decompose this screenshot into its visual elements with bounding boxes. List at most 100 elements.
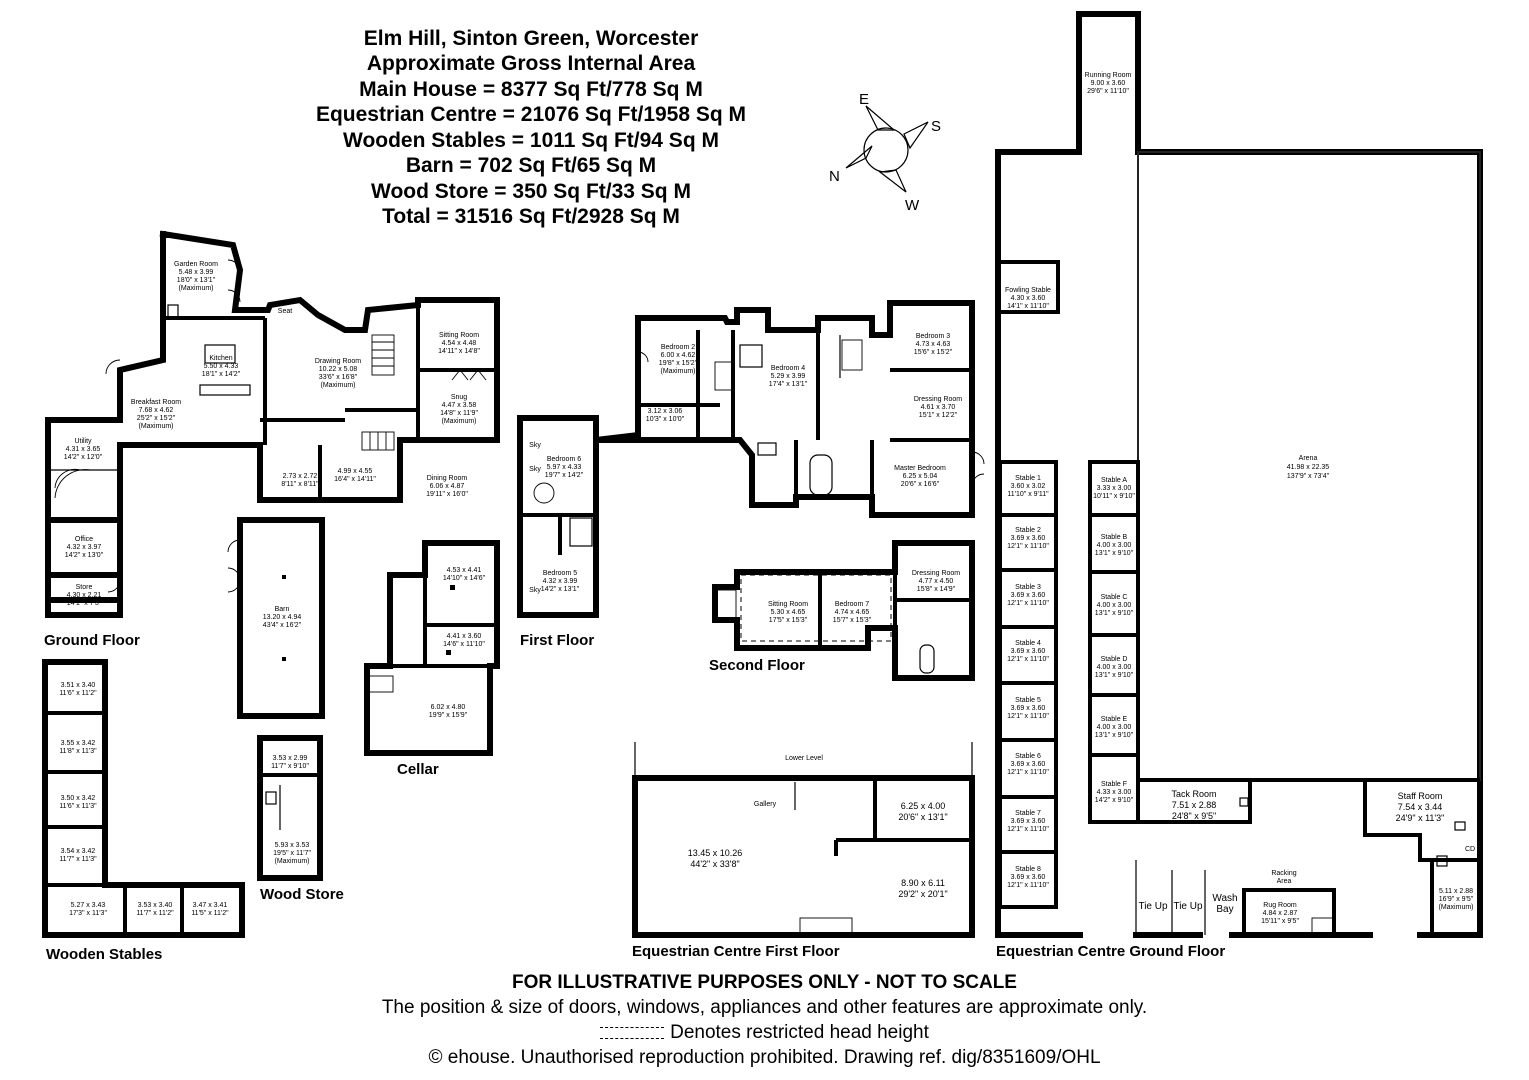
svg-text:(Maximum): (Maximum) (179, 285, 214, 292)
svg-text:15'8" x 14'9": 15'8" x 14'9" (917, 586, 956, 593)
svg-text:24'8" x 9'5": 24'8" x 9'5" (1172, 811, 1216, 821)
room-master-bedroom: Master Bedroom 6.25 x 5.04 20'6" x 16'6" (894, 465, 946, 488)
svg-text:15'1" x 12'2": 15'1" x 12'2" (919, 412, 958, 419)
compass-icon: E S N W (829, 91, 941, 214)
stable-4: Stable 4 3.69 x 3.60 12'1" x 11'10" (1007, 640, 1049, 663)
svg-text:4.32 x 3.97: 4.32 x 3.97 (67, 544, 102, 551)
wash-bay-label: Wash (1212, 893, 1237, 904)
svg-text:44'2" x 33'8": 44'2" x 33'8" (690, 859, 739, 869)
stable-a: Stable A 3.33 x 3.00 10'11" x 9'10" (1093, 477, 1135, 500)
svg-text:Area: Area (1277, 878, 1292, 885)
room-second-dressing-room: Dressing Room 4.77 x 4.50 15'8" x 14'9" (912, 570, 960, 593)
svg-text:3.55 x 3.42: 3.55 x 3.42 (61, 740, 96, 747)
room-landing: 3.12 x 3.06 10'3" x 10'0" (646, 408, 685, 423)
svg-text:3.69 x 3.60: 3.69 x 3.60 (1011, 761, 1046, 768)
svg-text:19'9" x 15'9": 19'9" x 15'9" (429, 712, 468, 719)
room-hall: 4.99 x 4.55 16'4" x 14'11" (334, 468, 376, 483)
svg-text:12'1" x 11'10": 12'1" x 11'10" (1007, 769, 1049, 776)
svg-text:Stable C: Stable C (1101, 594, 1128, 601)
svg-text:Master Bedroom: Master Bedroom (894, 465, 946, 472)
svg-text:Sitting Room: Sitting Room (768, 601, 808, 608)
svg-text:4.99 x 4.55: 4.99 x 4.55 (338, 468, 373, 475)
equestrian-room-1: 13.45 x 10.26 (688, 848, 743, 858)
svg-text:5.29 x 3.99: 5.29 x 3.99 (771, 373, 806, 380)
svg-text:13'1" x 9'10": 13'1" x 9'10" (1095, 732, 1134, 739)
room-rug-room: Rug Room 4.84 x 2.87 15'11" x 9'5" (1261, 902, 1299, 925)
stable-unit: 3.55 x 3.42 11'8" x 11'3" (59, 740, 97, 755)
svg-text:Stable 8: Stable 8 (1015, 866, 1041, 873)
svg-text:20'6" x 16'6": 20'6" x 16'6" (901, 481, 940, 488)
stable-unit: 5.27 x 3.43 17'3" x 11'3" (69, 902, 107, 917)
svg-text:Stable A: Stable A (1101, 477, 1127, 484)
svg-text:3.47 x 3.41: 3.47 x 3.41 (193, 902, 228, 909)
room-store: Store 4.30 x 2.21 14'1" x 7'3" (67, 584, 102, 607)
header-line: Barn = 702 Sq Ft/65 Sq M (406, 154, 656, 177)
gallery-label: Gallery (754, 801, 777, 808)
room-running-room: Running Room 9.00 x 3.60 29'6" x 11'10" (1085, 72, 1132, 95)
svg-text:Stable 7: Stable 7 (1015, 810, 1041, 817)
svg-text:13.20 x 4.94: 13.20 x 4.94 (263, 614, 302, 621)
svg-text:4.73 x 4.63: 4.73 x 4.63 (916, 341, 951, 348)
svg-text:12'1" x 11'10": 12'1" x 11'10" (1007, 600, 1049, 607)
svg-text:10'11" x 9'10": 10'11" x 9'10" (1093, 493, 1135, 500)
svg-text:4.33 x 3.00: 4.33 x 3.00 (1097, 789, 1132, 796)
svg-text:19'7" x 14'2": 19'7" x 14'2" (545, 472, 584, 479)
svg-text:5.97 x 4.33: 5.97 x 4.33 (547, 464, 582, 471)
svg-text:15'6" x 15'2": 15'6" x 15'2" (914, 349, 953, 356)
svg-text:4.00 x 3.00: 4.00 x 3.00 (1097, 664, 1132, 671)
svg-text:11'5" x 11'2": 11'5" x 11'2" (191, 910, 229, 917)
svg-text:Breakfast Room: Breakfast Room (131, 399, 181, 406)
svg-text:3.69 x 3.60: 3.69 x 3.60 (1011, 592, 1046, 599)
room-bedroom-3: Bedroom 3 4.73 x 4.63 15'6" x 15'2" (914, 333, 953, 356)
svg-text:Fowling Stable: Fowling Stable (1005, 287, 1051, 294)
header-line: Wooden Stables = 1011 Sq Ft/94 Sq M (343, 129, 719, 152)
svg-text:17'4" x 13'1": 17'4" x 13'1" (769, 381, 808, 388)
stable-2: Stable 2 3.69 x 3.60 12'1" x 11'10" (1007, 527, 1049, 550)
svg-text:Office: Office (75, 536, 93, 543)
room-breakfast-room: Breakfast Room 7.68 x 4.62 25'2" x 15'2"… (131, 399, 181, 430)
svg-text:4.74 x 4.65: 4.74 x 4.65 (835, 609, 870, 616)
svg-text:Stable 6: Stable 6 (1015, 753, 1041, 760)
svg-text:(Maximum): (Maximum) (321, 382, 356, 389)
svg-text:3.33 x 3.00: 3.33 x 3.00 (1097, 485, 1132, 492)
svg-text:14'2" x 13'1": 14'2" x 13'1" (541, 586, 580, 593)
svg-text:14'2" x 9'10": 14'2" x 9'10" (1095, 797, 1134, 804)
room-dressing-room: Dressing Room 4.61 x 3.70 15'1" x 12'2" (914, 396, 962, 419)
svg-text:Utility: Utility (74, 438, 92, 445)
svg-text:3.50 x 3.42: 3.50 x 3.42 (61, 795, 96, 802)
svg-text:Stable D: Stable D (1101, 656, 1128, 663)
svg-text:(Maximum): (Maximum) (442, 418, 477, 425)
cd-label: CD (1465, 846, 1475, 853)
svg-text:3.69 x 3.60: 3.69 x 3.60 (1011, 705, 1046, 712)
svg-text:11'10" x 9'11": 11'10" x 9'11" (1007, 491, 1049, 498)
sky-label: Sky (529, 442, 541, 449)
svg-text:4.61 x 3.70: 4.61 x 3.70 (921, 404, 956, 411)
svg-text:(Maximum): (Maximum) (1439, 904, 1474, 911)
tie-up-label: Tie Up (1173, 901, 1203, 912)
svg-text:Dining Room: Dining Room (427, 475, 468, 482)
svg-text:3.69 x 3.60: 3.69 x 3.60 (1011, 874, 1046, 881)
svg-text:Stable 4: Stable 4 (1015, 640, 1041, 647)
svg-text:14'1" x 7'3": 14'1" x 7'3" (67, 600, 102, 607)
svg-text:(Maximum): (Maximum) (661, 368, 696, 375)
svg-text:Stable 1: Stable 1 (1015, 475, 1041, 482)
stable-f: Stable F 4.33 x 3.00 14'2" x 9'10" (1095, 781, 1134, 804)
svg-text:11'8" x 11'3": 11'8" x 11'3" (59, 748, 97, 755)
svg-text:Garden Room: Garden Room (174, 261, 218, 268)
room-bedroom-4: Bedroom 4 5.29 x 3.99 17'4" x 13'1" (769, 365, 808, 388)
stable-b: Stable B 4.00 x 3.00 13'1" x 9'10" (1095, 534, 1134, 557)
room-bedroom-7: Bedroom 7 4.74 x 4.65 15'7" x 15'3" (833, 601, 872, 624)
svg-text:12'1" x 11'10": 12'1" x 11'10" (1007, 882, 1049, 889)
disclaimer-text: The position & size of doors, windows, a… (381, 997, 1148, 1018)
svg-text:2.73 x 2.72: 2.73 x 2.72 (283, 473, 318, 480)
equestrian-ground-floor-plan: Running Room 9.00 x 3.60 29'6" x 11'10" … (995, 11, 1483, 960)
room-cloakroom: 2.73 x 2.72 8'11" x 8'11" (281, 473, 319, 488)
svg-text:25'2" x 15'2": 25'2" x 15'2" (137, 415, 176, 422)
svg-text:Bedroom 4: Bedroom 4 (771, 365, 805, 372)
svg-text:10'3" x 10'0": 10'3" x 10'0" (646, 416, 685, 423)
svg-text:16'4" x 14'11": 16'4" x 14'11" (334, 476, 376, 483)
svg-text:Staff Room: Staff Room (1398, 791, 1443, 801)
svg-text:4.00 x 3.00: 4.00 x 3.00 (1097, 542, 1132, 549)
compass-north: N (829, 168, 840, 185)
svg-text:14'2" x 12'0": 14'2" x 12'0" (64, 454, 103, 461)
